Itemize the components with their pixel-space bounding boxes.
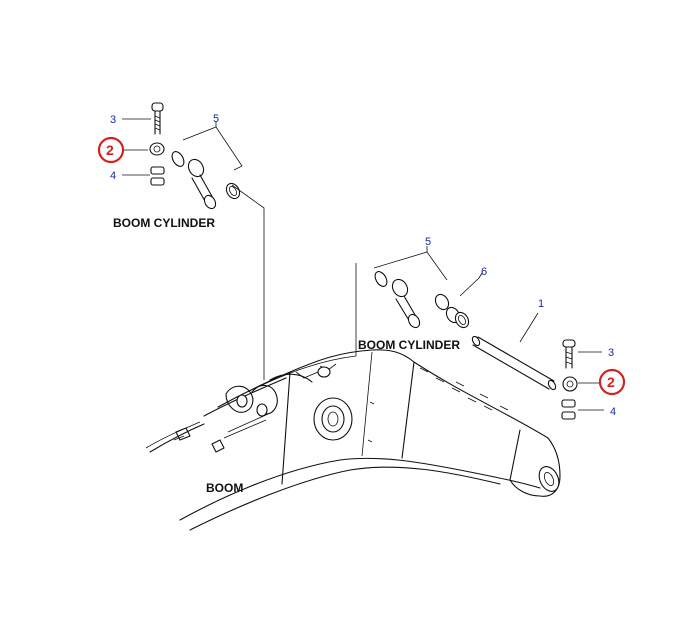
- middle-right-pin-assembly: [355, 246, 604, 420]
- callout-3-top: 3: [110, 114, 116, 126]
- callout-2-ring-mid: [598, 368, 626, 396]
- boom-structure: [145, 349, 561, 531]
- pin-part: [471, 335, 557, 391]
- top-left-pin-assembly: [122, 102, 265, 380]
- boom-caption: BOOM: [206, 481, 243, 495]
- callout-3-mid: 3: [608, 347, 614, 359]
- callout-6-mid: 6: [481, 266, 487, 278]
- collar-part: [149, 142, 165, 156]
- callout-2-top: 2: [106, 142, 114, 158]
- callout-1-mid: 1: [538, 298, 544, 310]
- bushing-set: [171, 151, 241, 210]
- callout-2-ring-top: [97, 136, 125, 164]
- bolt-part: [151, 102, 164, 135]
- callout-4-mid: 4: [610, 406, 616, 418]
- callout-4-top: 4: [110, 170, 116, 182]
- callout-5-top: 5: [213, 113, 219, 125]
- boom-cylinder-caption-mid: BOOM CYLINDER: [358, 338, 460, 352]
- nut-part: [150, 166, 165, 186]
- callout-5-mid: 5: [425, 236, 431, 248]
- boom-cylinder-caption-top: BOOM CYLINDER: [113, 216, 215, 230]
- callout-2-mid: 2: [607, 374, 615, 390]
